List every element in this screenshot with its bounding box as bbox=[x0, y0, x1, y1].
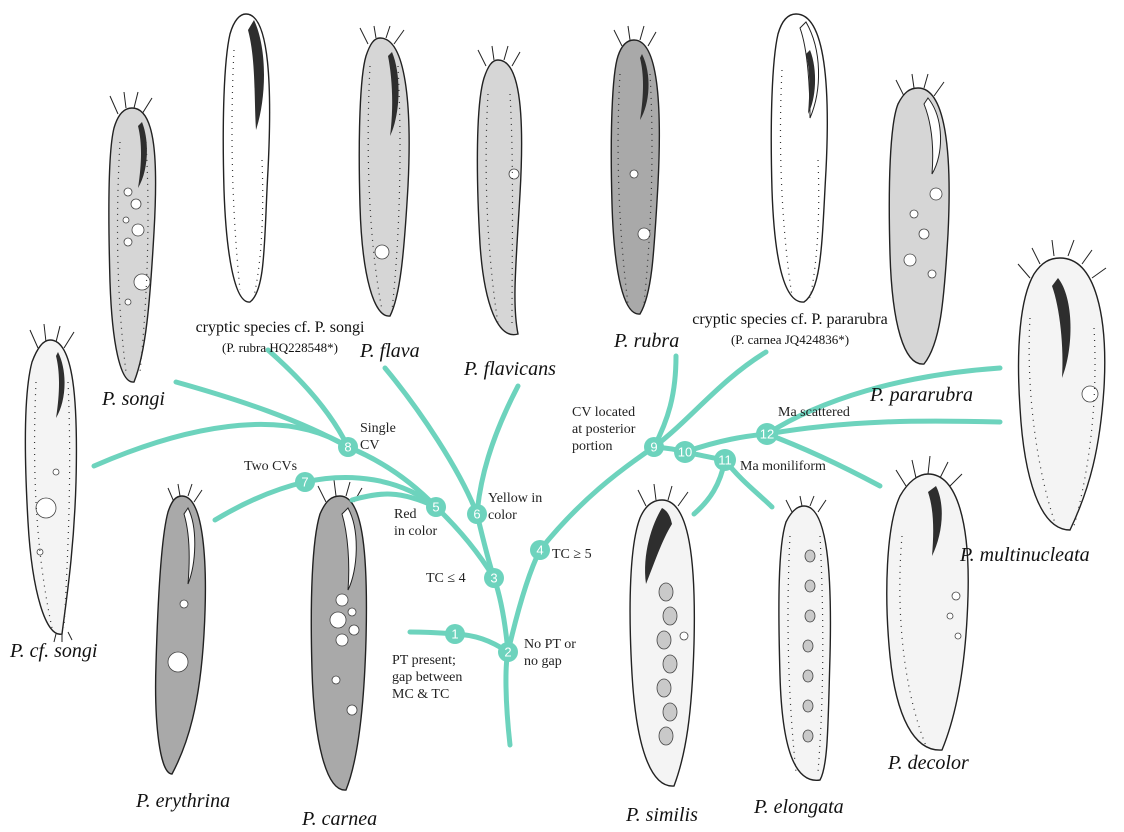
label-tc-ge-5: TC ≥ 5 bbox=[552, 546, 592, 563]
cryptic-pararubra-accession: (P. carnea JQ424836*) bbox=[672, 330, 908, 350]
svg-text:9: 9 bbox=[650, 440, 657, 455]
node-12: 12 bbox=[756, 423, 778, 445]
cryptic-songi-accession: (P. rubra HQ228548*) bbox=[168, 338, 392, 358]
svg-text:11: 11 bbox=[718, 453, 732, 468]
species-multinucleata: P. multinucleata bbox=[960, 544, 1090, 567]
root-branch bbox=[506, 652, 510, 745]
branch-12-to-multinucleata bbox=[767, 421, 1000, 434]
node-9: 9 bbox=[644, 437, 664, 457]
branch-2-to-3 bbox=[494, 578, 508, 652]
label-tc-le-4: TC ≤ 4 bbox=[426, 570, 466, 587]
svg-text:6: 6 bbox=[473, 507, 480, 522]
node-4: 4 bbox=[530, 540, 550, 560]
species-cf-songi: P. cf. songi bbox=[10, 640, 97, 663]
branch-7-to-erythrina bbox=[215, 482, 305, 520]
branch-5-to-node-7 bbox=[305, 478, 436, 507]
species-flavicans: P. flavicans bbox=[464, 358, 556, 381]
branch-4-to-9 bbox=[540, 447, 654, 550]
svg-text:3: 3 bbox=[490, 571, 497, 586]
node-2: 2 bbox=[498, 642, 518, 662]
label-ma-scattered: Ma scattered bbox=[778, 404, 850, 421]
label-single-cv: Single CV bbox=[360, 420, 396, 454]
label-pt-present: PT present; gap between MC & TC bbox=[392, 652, 462, 703]
svg-text:4: 4 bbox=[536, 543, 543, 558]
species-carnea: P. carnea bbox=[302, 808, 377, 831]
species-pararubra: P. pararubra bbox=[870, 384, 973, 407]
species-songi: P. songi bbox=[102, 388, 165, 411]
branch-6-to-flava bbox=[385, 368, 477, 514]
node-8: 8 bbox=[338, 437, 358, 457]
svg-text:12: 12 bbox=[760, 427, 774, 442]
svg-text:2: 2 bbox=[504, 645, 511, 660]
cryptic-pararubra-title: cryptic species cf. P. pararubra bbox=[672, 310, 908, 330]
label-cv-posterior: CV located at posterior portion bbox=[572, 404, 635, 455]
svg-text:10: 10 bbox=[678, 445, 692, 460]
cryptic-songi-label: cryptic species cf. P. songi (P. rubra H… bbox=[168, 318, 392, 358]
cryptic-pararubra-label: cryptic species cf. P. pararubra (P. car… bbox=[672, 310, 908, 350]
node-10: 10 bbox=[674, 441, 696, 463]
svg-text:7: 7 bbox=[301, 475, 308, 490]
species-flava: P. flava bbox=[360, 340, 420, 363]
species-erythrina: P. erythrina bbox=[136, 790, 230, 813]
node-3: 3 bbox=[484, 568, 504, 588]
species-elongata: P. elongata bbox=[754, 796, 844, 819]
svg-text:1: 1 bbox=[451, 627, 458, 642]
species-similis: P. similis bbox=[626, 804, 698, 827]
node-11: 11 bbox=[714, 449, 736, 471]
species-rubra: P. rubra bbox=[614, 330, 679, 353]
branch-8-to-cf-songi bbox=[94, 424, 348, 466]
svg-text:8: 8 bbox=[344, 440, 351, 455]
node-7: 7 bbox=[295, 472, 315, 492]
species-decolor: P. decolor bbox=[888, 752, 969, 775]
branch-8-to-songi bbox=[176, 382, 348, 447]
label-yellow: Yellow in color bbox=[488, 490, 542, 524]
label-ma-moniliform: Ma moniliform bbox=[740, 458, 826, 475]
label-two-cvs: Two CVs bbox=[244, 458, 297, 475]
label-no-pt: No PT or no gap bbox=[524, 636, 576, 670]
label-red: Red in color bbox=[394, 506, 437, 540]
node-6: 6 bbox=[467, 504, 487, 524]
node-1: 1 bbox=[445, 624, 465, 644]
cryptic-songi-title: cryptic species cf. P. songi bbox=[168, 318, 392, 338]
